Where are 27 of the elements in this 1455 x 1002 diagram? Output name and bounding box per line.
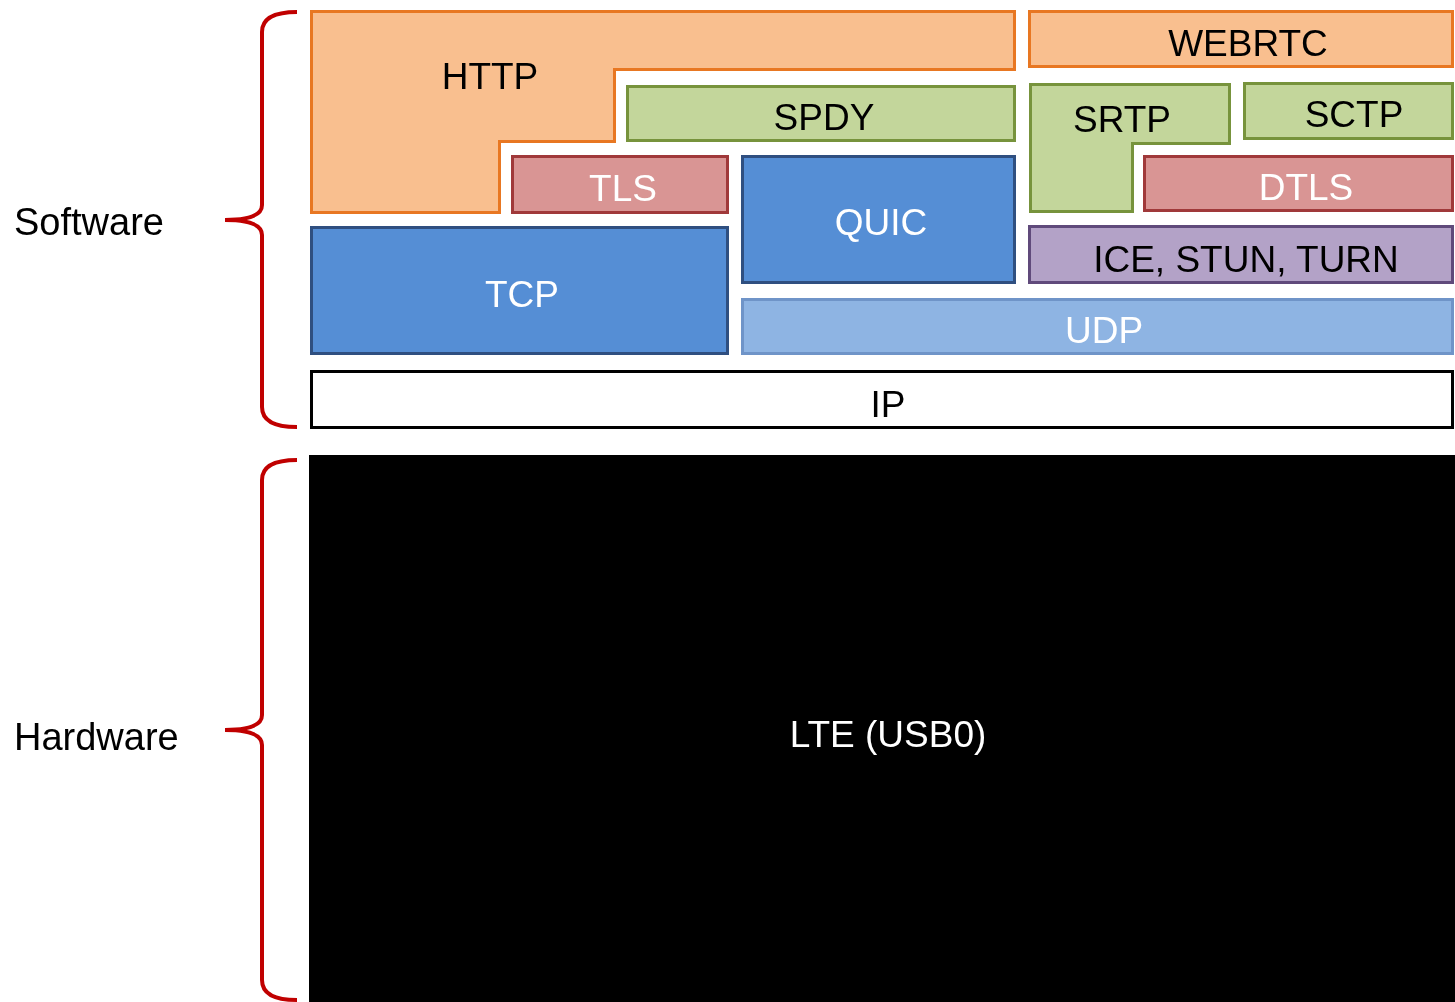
protocol-label: TLS [589,169,657,207]
protocol-layer-block [626,85,1016,142]
protocol-layer-block [741,155,1016,284]
protocol-label: LTE (USB0) [789,715,987,753]
protocol-layer-block [310,370,1454,429]
protocol-label: TCP [485,275,559,313]
protocol-label: UDP [1064,311,1144,349]
protocol-layer-block [511,155,729,214]
protocol-label: SPDY [773,98,875,136]
protocol-layer-block [1029,83,1231,213]
protocol-label: WEBRTC [1168,24,1328,62]
protocol-label: HTTP [441,57,539,95]
protocol-label: DTLS [1258,168,1354,206]
protocol-layer-block [1028,10,1454,68]
protocol-label: ICE, STUN, TURN [1093,240,1399,278]
layer-group-label: Software [14,203,164,241]
protocol-layer-block [1143,155,1454,212]
protocol-layer-block [309,455,1455,1002]
protocol-label: IP [870,385,906,423]
protocol-layer-block [1243,82,1454,140]
protocol-label: SRTP [1073,100,1171,138]
protocol-layer-block [741,298,1454,355]
protocol-label: QUIC [834,203,928,241]
protocol-layer-block [310,226,729,355]
layer-group-label: Hardware [14,718,179,756]
protocol-label: SCTP [1304,95,1404,133]
protocol-layer-block [1028,225,1454,284]
